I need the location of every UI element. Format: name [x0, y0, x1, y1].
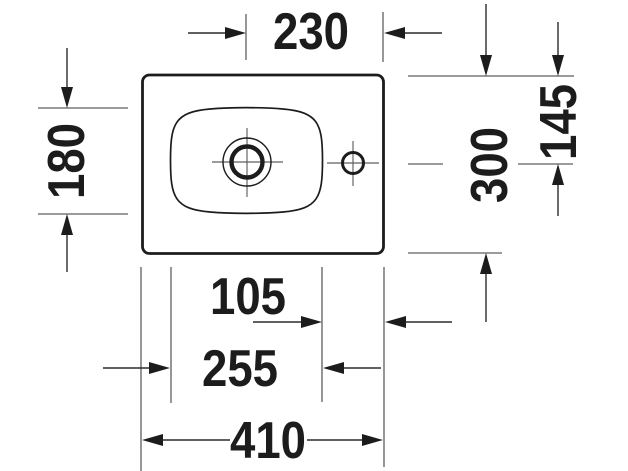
dim-bowl-depth-label: 180	[38, 123, 96, 199]
arrow-up-icon	[480, 253, 492, 274]
dim-bowl-to-right-edge-label: 105	[210, 268, 286, 326]
dimension-300-right: 300	[408, 4, 574, 322]
dimension-180-left: 180	[38, 48, 128, 272]
arrow-left-icon	[323, 362, 344, 374]
faucet-hole-circle	[341, 151, 365, 175]
basin-body	[141, 73, 385, 255]
dimension-230-top: 230	[188, 3, 442, 62]
bottom-extension-lines	[140, 267, 385, 471]
arrow-up-icon	[552, 164, 564, 185]
arrow-down-icon	[61, 87, 73, 108]
dim-drain-to-right-edge-label: 230	[273, 3, 349, 61]
dim-overall-depth-label: 300	[461, 127, 519, 203]
arrow-right-icon	[225, 27, 246, 39]
dim-top-edge-to-faucet-label: 145	[530, 84, 588, 160]
drain-inner-ring	[229, 144, 265, 180]
arrow-up-icon	[61, 214, 73, 235]
arrow-right-icon	[149, 362, 170, 374]
arrow-left-icon	[385, 316, 406, 328]
dimension-105-bottom: 105	[210, 268, 452, 328]
dimension-145-right: 145	[408, 22, 588, 216]
faucet-hole-icon	[327, 141, 379, 186]
arrow-left-icon	[142, 434, 163, 446]
drain-outer-circle	[222, 137, 272, 187]
arrow-left-icon	[384, 27, 405, 39]
dimension-255-bottom: 255	[103, 340, 381, 398]
drain-icon	[212, 128, 283, 197]
dim-bowl-width-label: 255	[202, 340, 278, 398]
arrow-down-icon	[552, 55, 564, 76]
arrow-right-icon	[362, 434, 383, 446]
dim-overall-width-label: 410	[230, 412, 306, 470]
dimension-410-bottom: 410	[142, 412, 383, 470]
arrow-down-icon	[480, 55, 492, 76]
basin-outline	[141, 73, 385, 255]
arrow-right-icon	[301, 316, 322, 328]
bowl-outline	[169, 106, 324, 215]
